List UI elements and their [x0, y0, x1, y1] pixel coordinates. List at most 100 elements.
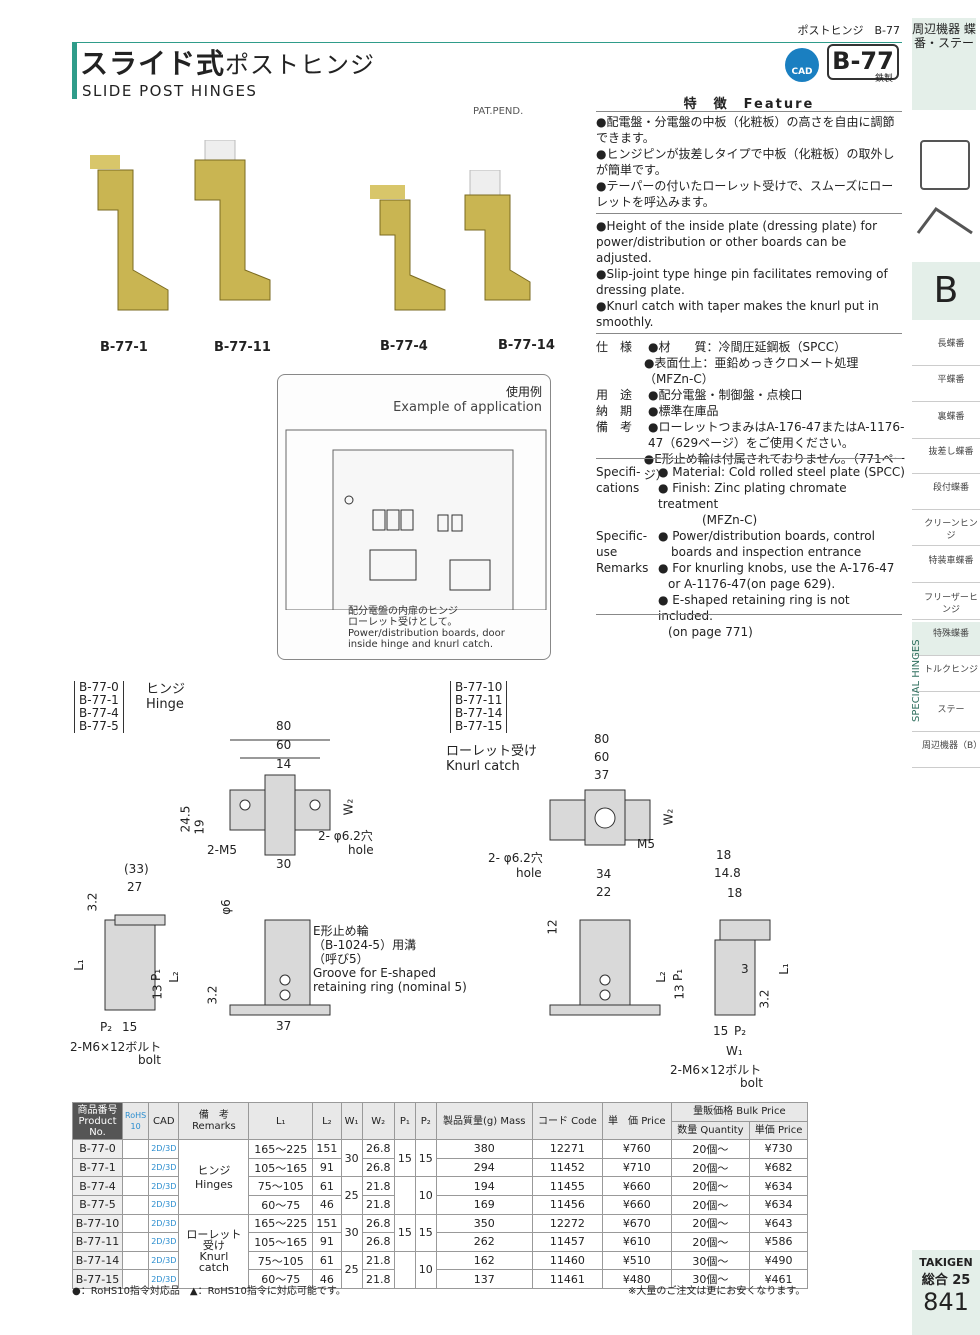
dim-label: 80 [594, 732, 610, 746]
dim-label: 13 [672, 984, 687, 1000]
th-l2: L₂ [312, 1101, 342, 1141]
divider [596, 111, 902, 112]
dim-label: 2-M6×12ボルト [70, 1040, 162, 1054]
dim-label: 30 [276, 857, 292, 871]
th-remarks: 備 考 Remarks [178, 1101, 250, 1141]
sidebar-item[interactable]: 特殊蝶番 [912, 622, 980, 656]
dim-label: 14.8 [714, 866, 741, 880]
sidebar-item[interactable]: ステー [912, 698, 980, 732]
stay-icon [916, 205, 974, 235]
footnote-rohs: ●：RoHS10指令対応品 ▲：RoHS10指令に対応可能です。 [72, 1286, 346, 1297]
th-bulk: 量販価格 Bulk Price [670, 1102, 809, 1122]
patent-pending: PAT.PEND. [473, 106, 524, 117]
dim-label: 2-M5 [207, 843, 237, 857]
dim-label: 15 [122, 1020, 138, 1034]
cad-badge[interactable]: CAD [785, 48, 819, 82]
dim-label: P₁ [149, 968, 164, 982]
dim-label: W₂ [341, 798, 356, 816]
th-w1: W₁ [340, 1101, 363, 1141]
sidebar-item[interactable]: 裏蝶番 [912, 405, 980, 439]
dim-label: 3.2 [205, 985, 220, 1005]
dim-label: 12 [545, 919, 560, 935]
th-rohs: RoHS 10 [121, 1101, 150, 1141]
hinge-icon [920, 140, 970, 190]
th-qty: 数量 Quantity [670, 1120, 751, 1141]
page-title-en: SLIDE POST HINGES [82, 82, 258, 100]
product-label: B-77-11 [214, 340, 271, 355]
dim-label: P₁ [671, 968, 686, 982]
dim-label: 27 [127, 880, 143, 894]
dim-label: L₁ [776, 963, 791, 975]
sidebar-item[interactable]: 特装車蝶番 [912, 549, 980, 583]
hinge-drawing [104, 739, 331, 1016]
footnote-bulk: ※大量のご注文は更にお安くなります。 [628, 1286, 806, 1297]
product-label: B-77-4 [380, 339, 428, 354]
th-p1: P₁ [393, 1101, 416, 1141]
series-label: ポストヒンジ B-77 [797, 24, 900, 37]
dim-label: hole [348, 843, 374, 857]
sidebar-item[interactable]: フリーザーヒンジ [912, 586, 980, 620]
dim-label: W₁ [726, 1044, 743, 1058]
page-number: 841 [923, 1288, 969, 1316]
th-w2: W₂ [361, 1101, 395, 1141]
dim-label: 19 [192, 819, 207, 835]
spec-jp: 仕 様●材 質：冷間圧延鋼板（SPCC） ●表面仕上：亜鉛めっきクロメート処理（… [596, 340, 906, 482]
dim-label: 22 [596, 885, 612, 899]
spec-en: Specifi-● Material: Cold rolled steel pl… [596, 465, 905, 639]
dim-label: P₂ [734, 1024, 747, 1038]
product-photo-b77-11 [185, 139, 275, 310]
catch-drawing [549, 789, 771, 1016]
sidebar-category[interactable]: 周辺機器 蝶番・ステー [912, 18, 976, 110]
dim-label: 3.2 [85, 892, 100, 912]
sidebar-item[interactable]: クリーンヒンジ [912, 512, 980, 546]
th-price: 単 価 Price [601, 1101, 672, 1141]
dim-label: 37 [594, 768, 610, 782]
product-table: 商品番号 Product No. RoHS 10 CAD 備 考 Remarks… [72, 1101, 809, 1289]
divider [596, 614, 902, 615]
th-l1: L₁ [248, 1101, 314, 1141]
sidebar-item[interactable]: 平蝶番 [912, 368, 980, 402]
sidebar-item[interactable]: 長蝶番 [912, 332, 980, 366]
dim-label: 37 [276, 1019, 292, 1033]
section-b[interactable]: B [912, 262, 980, 320]
product-photo-b77-14 [455, 169, 535, 320]
divider [596, 333, 902, 334]
dim-label: 60 [276, 738, 292, 752]
dim-label: 24.5 [178, 805, 193, 833]
divider [596, 213, 902, 214]
dim-label: 2-M6×12ボルト [670, 1063, 762, 1077]
dim-label: bolt [740, 1076, 763, 1090]
sidebar-item[interactable]: 段付蝶番 [912, 476, 980, 510]
dim-label: hole [516, 866, 542, 880]
title-accent-bar [72, 43, 77, 99]
product-photo-b77-1 [78, 150, 173, 315]
feature-list-en: ●Height of the inside plate (dressing pl… [596, 219, 888, 329]
dim-label: 2- φ6.2穴 [318, 829, 373, 843]
special-hinges-label: SPECIAL HINGES [911, 639, 922, 722]
groove-note: E形止め輪（B-1024-5）用溝（呼び5）Groove for E-shape… [313, 924, 467, 994]
product-photo-b77-4 [365, 185, 450, 320]
product-code-box: B-77 [827, 44, 899, 80]
product-label: B-77-1 [100, 340, 148, 355]
sidebar-item[interactable]: 抜差し蝶番 [912, 440, 980, 474]
material-tag: 鉄製 [875, 74, 894, 84]
divider [596, 458, 902, 459]
sidebar-item[interactable]: 周辺機器（B） [912, 734, 980, 768]
header-rule [72, 42, 902, 43]
th-code: コード Code [531, 1101, 603, 1141]
feature-list-jp: ●配電盤・分電盤の中板（化粧板）の高さを自由に調節できます。●ヒンジピンが抜差し… [596, 115, 895, 209]
dim-label: 15 [713, 1024, 729, 1038]
dim-label: bolt [138, 1053, 161, 1067]
th-cad: CAD [148, 1101, 180, 1141]
th-bulk-price: 単価 Price [749, 1120, 808, 1141]
sidebar-item[interactable]: トルクヒンジ [912, 658, 980, 692]
dim-label: L₂ [653, 971, 668, 983]
